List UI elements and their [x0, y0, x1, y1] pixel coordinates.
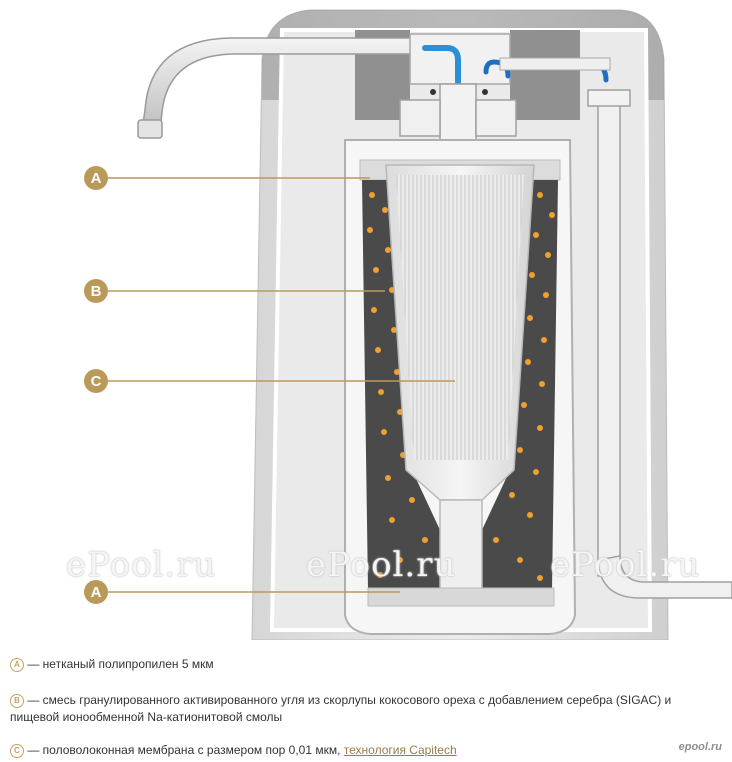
callout-a-bottom: A: [84, 580, 108, 604]
callout-c: C: [84, 369, 108, 393]
inlet-pipe-top: [499, 57, 611, 71]
svg-text:C: C: [91, 373, 102, 390]
callout-a-top: A: [84, 166, 108, 190]
legend-letter: B: [10, 694, 24, 708]
brand-logo: epool.ru: [678, 741, 722, 753]
carbon-granules: [367, 192, 555, 581]
connector-right: [475, 99, 517, 137]
watermark: ePool.ru: [550, 545, 701, 585]
inlet-pipe-vertical: [597, 95, 621, 577]
legend-text: — смесь гранулированного активированного…: [10, 693, 672, 724]
spout-tip: [137, 119, 163, 139]
filter-diagram: A B C A: [84, 9, 732, 640]
membrane-fibers: [396, 175, 524, 460]
membrane-stem: [439, 499, 483, 591]
legend-text: — нетканый полипропилен 5 мкм: [27, 657, 214, 671]
svg-text:B: B: [91, 283, 102, 300]
legend-letter: C: [10, 744, 24, 758]
top-block-right: [510, 30, 580, 120]
capitech-link[interactable]: технология Capitech: [343, 743, 457, 757]
svg-text:A: A: [91, 170, 102, 187]
callout-b: B: [84, 279, 108, 303]
legend-item-b: B — смесь гранулированного активированно…: [10, 692, 722, 726]
svg-text:A: A: [91, 584, 102, 601]
watermark: ePool.ru: [66, 545, 217, 585]
prefilter-bottom: [367, 587, 555, 607]
legend-text: — половолоконная мембрана с размером пор…: [27, 743, 344, 757]
legend-item-a: A — нетканый полипропилен 5 мкм: [10, 656, 722, 673]
connector-left: [399, 99, 441, 137]
water-flow-out: [422, 45, 461, 85]
inlet-pipe-bend: [597, 555, 732, 599]
legend-letter: A: [10, 658, 24, 672]
inlet-fitting: [587, 89, 631, 107]
legend-item-c: C — половолоконная мембрана с размером п…: [10, 742, 722, 759]
watermark: ePool.ru: [306, 545, 457, 585]
